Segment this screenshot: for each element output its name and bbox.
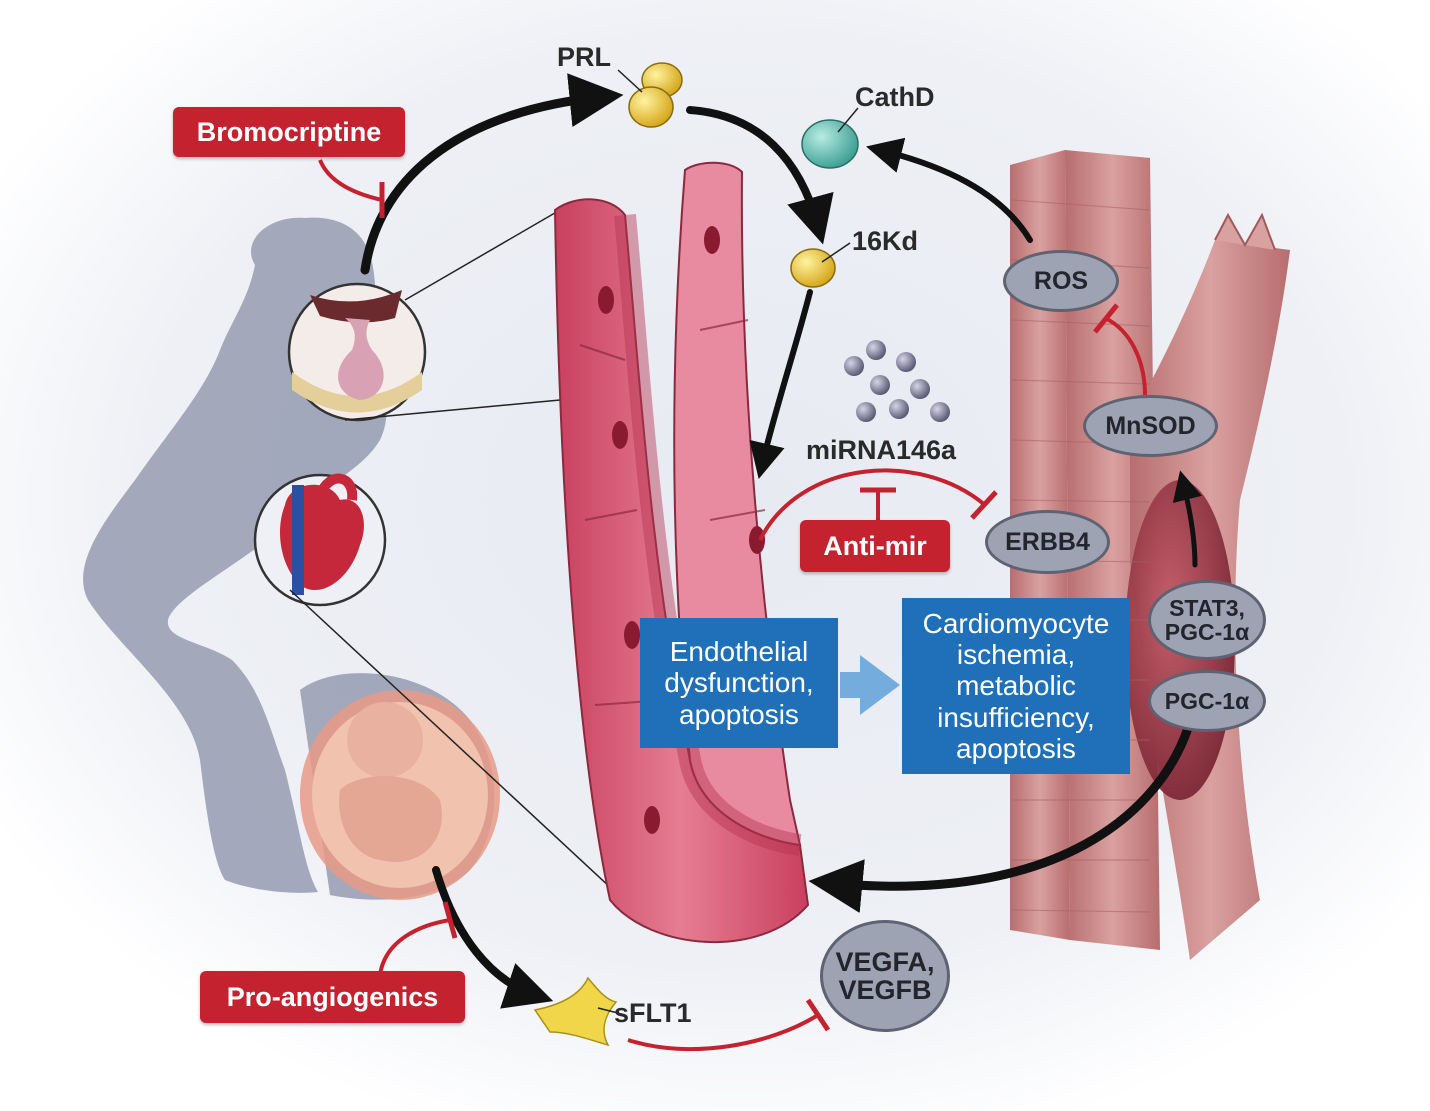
- arrow-pgc1a-to-vessel: [808, 723, 1193, 913]
- inhibit-sflt1-vegf: [627, 1013, 820, 1052]
- sflt1-molecule: [533, 976, 618, 1047]
- vegf-node: VEGFA, VEGFB: [820, 920, 950, 1032]
- sflt1-label: sFLT1: [614, 998, 692, 1028]
- arrow-ros-to-cathd: [866, 137, 1033, 243]
- mnsod-node: MnSOD: [1083, 395, 1218, 457]
- inhibit-sflt1-vegf-bar: [805, 998, 831, 1032]
- connector-line: [404, 209, 561, 301]
- inhibit-bromocriptine: [318, 159, 383, 202]
- prl-molecule: [628, 62, 683, 128]
- inhibit-mnsod-ros: [1104, 316, 1147, 396]
- inhibit-mirna-erbb4: [758, 468, 987, 541]
- inhibit-mnsod-ros-bar: [1093, 303, 1119, 334]
- pituitary-inset: [287, 282, 427, 422]
- inhibit-mirna-erbb4-bar: [970, 490, 998, 520]
- fetus-inset: [300, 690, 500, 900]
- sflt1-leader: [597, 1007, 619, 1014]
- kd16-molecule: [790, 248, 836, 288]
- arrow-stat3-to-mnsod: [1172, 470, 1202, 568]
- endothelial-box: Endothelial dysfunction, apoptosis: [640, 618, 838, 748]
- cathd-molecule: [801, 119, 859, 169]
- cathd-leader: [837, 107, 859, 133]
- mirna-particles: [844, 340, 950, 422]
- anti-mir-box: Anti-mir: [800, 520, 950, 572]
- bromocriptine-box: Bromocriptine: [173, 107, 405, 157]
- kd16-leader: [821, 242, 851, 263]
- arrow-prl-to-16kd: [686, 106, 834, 245]
- arrow-endothelial-to-cardiomyocyte: [840, 655, 900, 715]
- arrow-fetus-to-sflt1: [432, 866, 554, 1009]
- connector-line: [289, 589, 641, 916]
- connector-line: [344, 399, 561, 421]
- inhibit-proangiogenics: [378, 918, 451, 976]
- cardiomyocyte-box: Cardiomyocyte ischemia, metabolic insuff…: [902, 598, 1130, 774]
- pgc1a-node: PGC-1α: [1148, 670, 1266, 732]
- ros-node: ROS: [1003, 250, 1119, 312]
- arrow-16kd-to-vessel: [749, 289, 813, 480]
- prl-label: PRL: [557, 42, 611, 72]
- erbb4-node: ERBB4: [985, 510, 1110, 574]
- kd16-label: 16Kd: [852, 226, 919, 256]
- stat3-node: STAT3, PGC-1α: [1148, 580, 1266, 660]
- mirna-label: miRNA146a: [806, 435, 957, 465]
- cathd-label: CathD: [855, 82, 935, 112]
- arrow-pituitary-to-prl: [360, 73, 624, 275]
- pro-angiogenics-box: Pro-angiogenics: [200, 971, 465, 1023]
- inhibit-proangiogenics-bar: [442, 901, 458, 939]
- heart-inset: [253, 473, 387, 607]
